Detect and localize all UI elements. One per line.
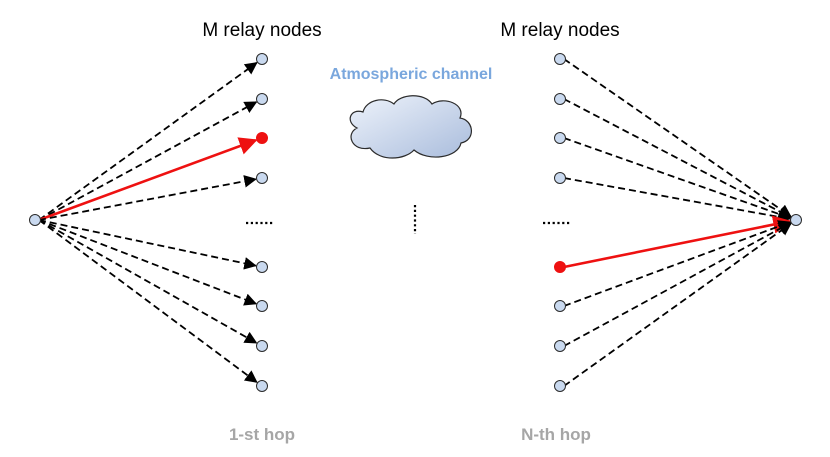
link-first-hop <box>38 219 257 270</box>
link-last-hop <box>563 58 792 218</box>
relay-node-right <box>554 53 566 65</box>
relay-node-left <box>256 340 268 352</box>
link-last-hop <box>563 222 792 347</box>
relay-label-left: M relay nodes <box>202 20 321 41</box>
channel-label: Atmospheric channel <box>330 66 493 83</box>
link-first-hop <box>38 219 258 306</box>
relay-label-right: M relay nodes <box>500 20 619 41</box>
relay-node-right <box>554 93 566 105</box>
hop-label-last: N-th hop <box>521 425 591 444</box>
link-last-hop <box>563 177 791 224</box>
links-first-hop <box>38 62 258 383</box>
link-last-hop <box>563 98 792 218</box>
link-last-hop <box>563 220 792 307</box>
relay-node-right <box>554 172 566 184</box>
selected-relay-node-left <box>256 132 268 144</box>
relay-node-right <box>554 132 566 144</box>
relay-node-left <box>256 300 268 312</box>
relay-node-right <box>554 340 566 352</box>
relay-node-left <box>256 380 268 392</box>
relay-node-left <box>256 172 268 184</box>
selected-link-first-hop <box>38 137 258 222</box>
link-last-hop <box>563 223 792 387</box>
relay-node-right <box>554 300 566 312</box>
link-first-hop <box>38 62 258 221</box>
links-last-hop <box>563 58 792 387</box>
selected-link-last-hop <box>563 215 792 269</box>
source-node <box>29 214 41 226</box>
cloud-icon <box>349 95 472 159</box>
link-first-hop <box>38 101 258 221</box>
relay-node-right <box>554 380 566 392</box>
relay-node-left <box>256 93 268 105</box>
link-first-hop <box>38 219 258 344</box>
relay-node-left <box>256 261 268 273</box>
relay-node-left <box>256 53 268 65</box>
link-first-hop <box>38 175 257 221</box>
link-first-hop <box>38 219 258 383</box>
nodes-layer <box>29 53 802 392</box>
selected-relay-node-right <box>554 261 566 273</box>
link-last-hop <box>563 137 792 221</box>
hop-label-first: 1-st hop <box>229 425 295 444</box>
destination-node <box>790 214 802 226</box>
